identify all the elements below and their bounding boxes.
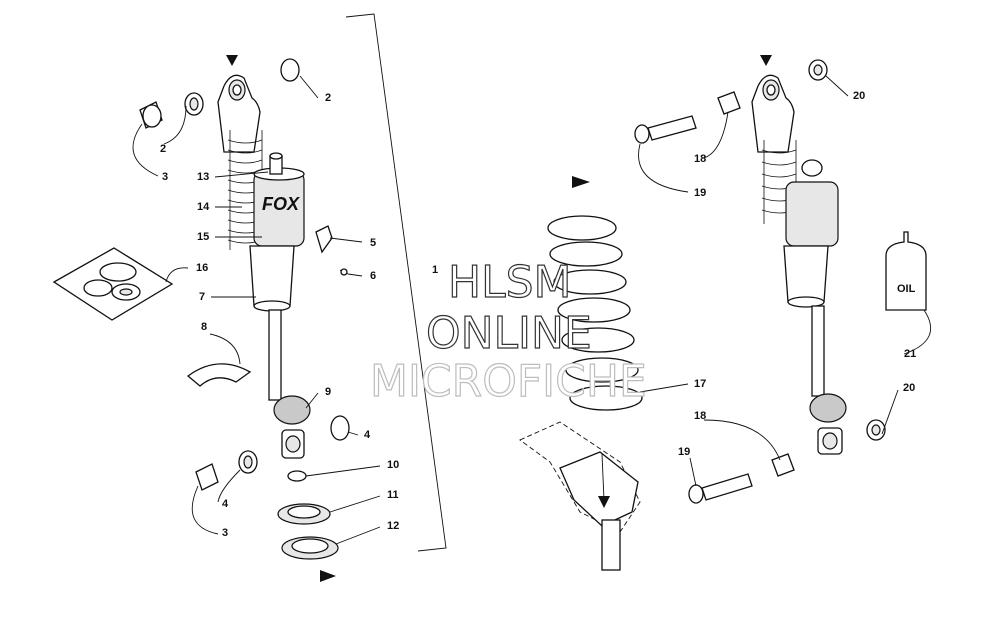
callout-c2a: 2 [325, 92, 331, 104]
callout-c11: 11 [387, 489, 399, 501]
callout-c6: 6 [370, 270, 376, 282]
left-shock-assembly: FOX [217, 74, 349, 459]
callout-c2b: 2 [160, 143, 166, 155]
lower-bushings [195, 415, 350, 491]
callout-c21: 21 [904, 348, 916, 360]
control-arm [519, 421, 641, 571]
callout-numbers: 2 2 3 13 14 15 5 6 1 16 7 8 9 4 10 11 12 4 3 17 20 18 19 21 20 18… [160, 90, 916, 539]
callout-c19a: 19 [694, 187, 706, 199]
callout-c10: 10 [387, 459, 399, 471]
callout-c18a: 18 [694, 153, 706, 165]
callout-c3a: 3 [162, 171, 168, 183]
arrow-icon [760, 55, 772, 66]
callout-c17: 17 [694, 378, 706, 390]
callout-c20a: 20 [853, 90, 865, 102]
arrow-icon [226, 55, 238, 66]
spring-retainer [186, 363, 252, 387]
watermark-line-2: ONLINE [426, 308, 592, 359]
right-hardware [634, 59, 886, 504]
callout-c19b: 19 [678, 446, 690, 458]
direction-arrows [226, 55, 772, 582]
coil-spring [547, 215, 643, 411]
callout-c3b: 3 [222, 527, 228, 539]
assembly-bracket [345, 13, 447, 552]
watermark-line-1: HLSM [448, 257, 572, 308]
callout-c16: 16 [196, 262, 208, 274]
callout-c14: 14 [197, 201, 210, 213]
callout-c4a: 4 [364, 429, 371, 441]
watermark-line-3: MICROFICHE [370, 356, 647, 407]
callout-c5: 5 [370, 237, 376, 249]
right-shock-assembly [751, 74, 847, 455]
upper-bushings-left [139, 58, 300, 129]
oil-bottle: OIL [885, 231, 927, 311]
brand-label: FOX [262, 194, 300, 214]
callout-c1: 1 [432, 264, 438, 276]
callout-c4b: 4 [222, 498, 229, 510]
leader-lines [132, 75, 932, 545]
callout-c13: 13 [197, 171, 209, 183]
oil-label: OIL [897, 283, 916, 295]
callout-c9: 9 [325, 386, 331, 398]
callout-c7: 7 [199, 291, 205, 303]
seal-kit [52, 247, 174, 321]
callout-c18b: 18 [694, 410, 706, 422]
arrow-icon [320, 570, 336, 582]
callout-c15: 15 [197, 231, 209, 243]
watermark: HLSM ONLINE MICROFICHE [369, 256, 647, 407]
callout-c20b: 20 [903, 382, 915, 394]
arrow-icon [572, 176, 590, 188]
washer-and-nuts [277, 470, 339, 560]
arrow-icon [598, 496, 610, 508]
callout-c8: 8 [201, 321, 207, 333]
callout-c12: 12 [387, 520, 399, 532]
